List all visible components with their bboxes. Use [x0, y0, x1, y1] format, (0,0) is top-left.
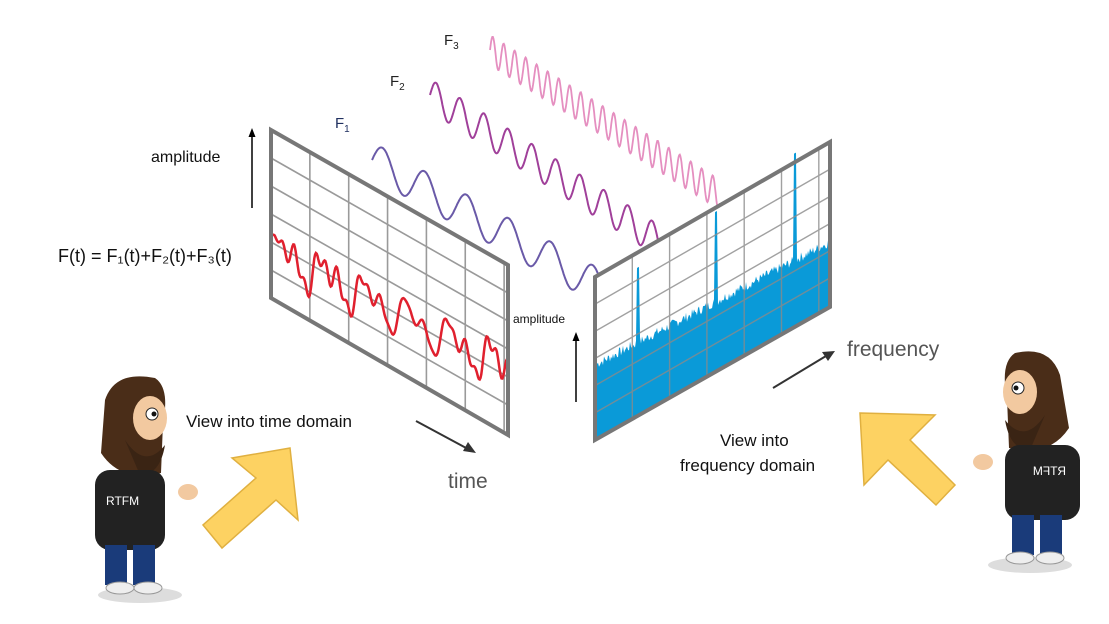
f1-wave	[371, 146, 606, 296]
frequency-axis-arrow	[772, 355, 827, 389]
freq-panel-frame	[593, 138, 832, 444]
pointer-arrow-time	[201, 447, 299, 550]
grid-line	[270, 185, 509, 322]
character-left: RTFM	[95, 376, 198, 603]
f2-label: F2	[390, 73, 405, 93]
time-axis-label: time	[448, 470, 488, 493]
shirt-text-left: RTFM	[106, 494, 139, 508]
freq-domain-caption-line2: frequency domain	[680, 456, 815, 475]
pointer-arrow-frequency	[859, 412, 957, 507]
time-axis-arrow	[415, 420, 469, 450]
frequency-domain-panel	[593, 138, 832, 444]
amplitude-label-time: amplitude	[151, 149, 220, 166]
arrowhead-icon	[822, 351, 835, 361]
f1-label: F1	[335, 115, 350, 135]
spectrum-fill	[597, 152, 828, 438]
time-panel-background	[271, 130, 508, 435]
grid-line	[594, 250, 831, 387]
grid-line	[594, 168, 831, 305]
time-signal-curve	[272, 233, 509, 382]
time-panel-frame	[269, 126, 510, 439]
grid-line	[594, 277, 831, 414]
f3-label: F3	[444, 32, 459, 52]
f2-wave	[429, 81, 665, 262]
character-right: RTFM	[973, 351, 1080, 573]
time-domain-caption: View into time domain	[186, 412, 352, 431]
grid-line	[270, 213, 509, 350]
arrowhead-icon	[248, 128, 256, 137]
freq-panel-grid	[594, 148, 831, 419]
freq-domain-caption-line1: View into	[720, 431, 789, 450]
grid-line	[594, 222, 831, 360]
arrowhead-icon	[572, 332, 580, 341]
amplitude-label-freq: amplitude	[513, 312, 565, 326]
grid-line	[594, 195, 831, 332]
frequency-axis-label: frequency	[847, 338, 940, 361]
grid-line	[270, 157, 509, 294]
f3-wave	[489, 36, 721, 211]
arrowhead-icon	[463, 442, 476, 453]
component-waves	[371, 36, 721, 296]
formula-label: F(t) = F₁(t)+F₂(t)+F₃(t)	[58, 246, 232, 266]
time-domain-panel	[269, 126, 510, 439]
shirt-text-right: RTFM	[1033, 464, 1066, 478]
